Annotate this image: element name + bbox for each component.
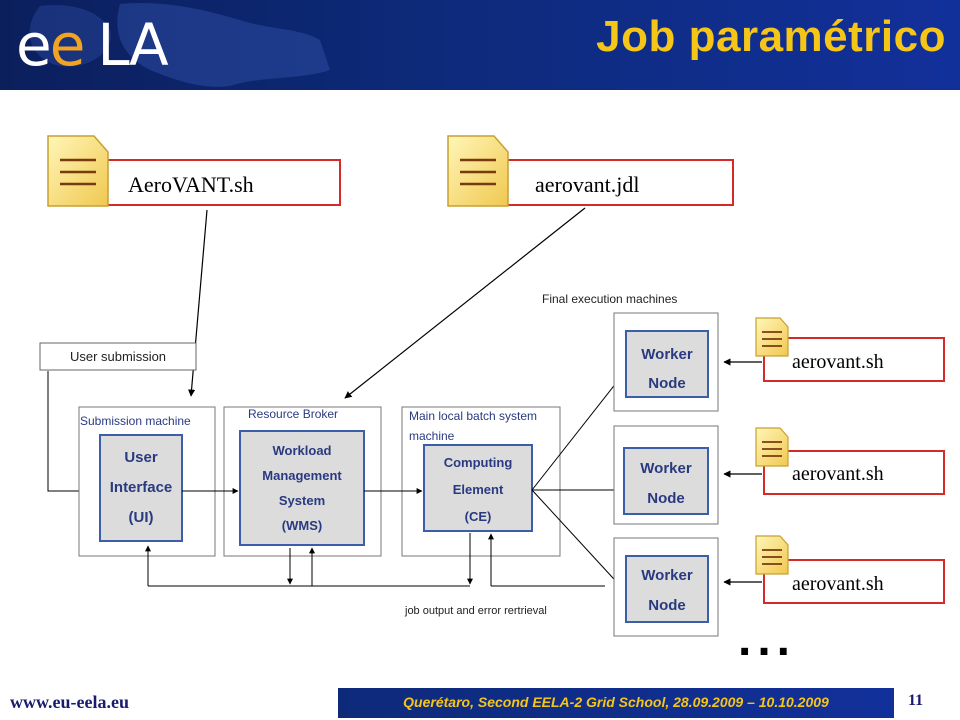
- ce-label-line1: Computing: [444, 455, 513, 470]
- footer: www.eu-eela.eu Querétaro, Second EELA-2 …: [0, 686, 960, 720]
- document-icon: [447, 135, 509, 207]
- wms-box: [239, 430, 365, 546]
- ellipsis-more-nodes: ...: [738, 613, 796, 666]
- file-name-aerovant-jdl: aerovant.jdl: [535, 172, 639, 197]
- worker-node-label-line1: Worker: [641, 346, 693, 363]
- page-number: 11: [908, 692, 924, 709]
- wms-label-line2: Management: [262, 468, 342, 483]
- wms-label-line1: Workload: [273, 443, 332, 458]
- worker-node-label-line2: Node: [648, 375, 686, 392]
- worker-script-box-3: aerovant.sh: [755, 535, 945, 604]
- batch-system-machine: Main local batch system machine Computin…: [401, 406, 561, 557]
- resource-broker: Resource Broker Workload Management Syst…: [223, 406, 382, 557]
- slide-title: Job paramétrico: [596, 12, 946, 61]
- document-icon: [755, 317, 789, 357]
- resource-broker-label: Resource Broker: [248, 407, 338, 421]
- ui-label-line2: Interface: [110, 479, 173, 496]
- document-icon: [755, 535, 789, 575]
- user-submission-box: User submission: [39, 342, 197, 371]
- final-execution-label: Final execution machines: [542, 292, 677, 306]
- wms-label-line4: (WMS): [282, 518, 322, 533]
- worker-script-name: aerovant.sh: [792, 573, 884, 595]
- ui-label-line3: (UI): [129, 509, 154, 526]
- file-box-aerovant-script: AeroVANT.sh: [47, 135, 341, 207]
- output-retrieval-arrows: [145, 533, 605, 587]
- batch-label-line2: machine: [409, 429, 455, 443]
- worker-node-1: Worker Node: [613, 312, 719, 412]
- worker-script-box-1: aerovant.sh: [755, 317, 945, 382]
- batch-label-line1: Main local batch system: [409, 409, 537, 423]
- user-submission-label: User submission: [70, 349, 166, 364]
- file-name-aerovant-sh: AeroVANT.sh: [128, 172, 254, 197]
- footer-conference-bar: Querétaro, Second EELA-2 Grid School, 28…: [338, 688, 894, 718]
- ce-label-line2: Element: [453, 482, 504, 497]
- submission-machine-label: Submission machine: [80, 414, 191, 428]
- world-map-background: [29, 2, 330, 87]
- ui-label-line1: User: [124, 449, 158, 466]
- worker-node-label-line1: Worker: [641, 567, 693, 584]
- worker-node-label-line2: Node: [647, 490, 685, 507]
- footer-url-link[interactable]: www.eu-eela.eu: [10, 692, 129, 712]
- ce-label-line3: (CE): [465, 509, 492, 524]
- ui-box: [99, 434, 183, 542]
- worker-node-label-line2: Node: [648, 597, 686, 614]
- worker-script-name: aerovant.sh: [792, 351, 884, 373]
- worker-node-2: Worker Node: [613, 425, 719, 525]
- grid-diagram: AeroVANT.sh aerovant.jdl Final execution…: [39, 135, 945, 666]
- file-box-aerovant-jdl: aerovant.jdl: [447, 135, 734, 207]
- arrow-jdl-to-broker: [344, 207, 586, 399]
- worker-node-3: Worker Node: [613, 537, 719, 637]
- arrow-ce-to-worker3: [531, 489, 625, 591]
- wms-label-line3: System: [279, 493, 325, 508]
- ce-box: [423, 444, 533, 532]
- worker-script-name: aerovant.sh: [792, 463, 884, 485]
- document-icon: [47, 135, 109, 207]
- footer-conference-text: Querétaro, Second EELA-2 Grid School, 28…: [403, 694, 829, 710]
- worker-script-box-2: aerovant.sh: [755, 427, 945, 495]
- arrow-ce-to-worker1: [531, 372, 625, 491]
- submission-machine: Submission machine User Interface (UI): [78, 406, 216, 557]
- worker-node-label-line1: Worker: [640, 460, 692, 477]
- document-icon: [755, 427, 789, 467]
- job-output-label: job output and error rertrieval: [404, 605, 547, 617]
